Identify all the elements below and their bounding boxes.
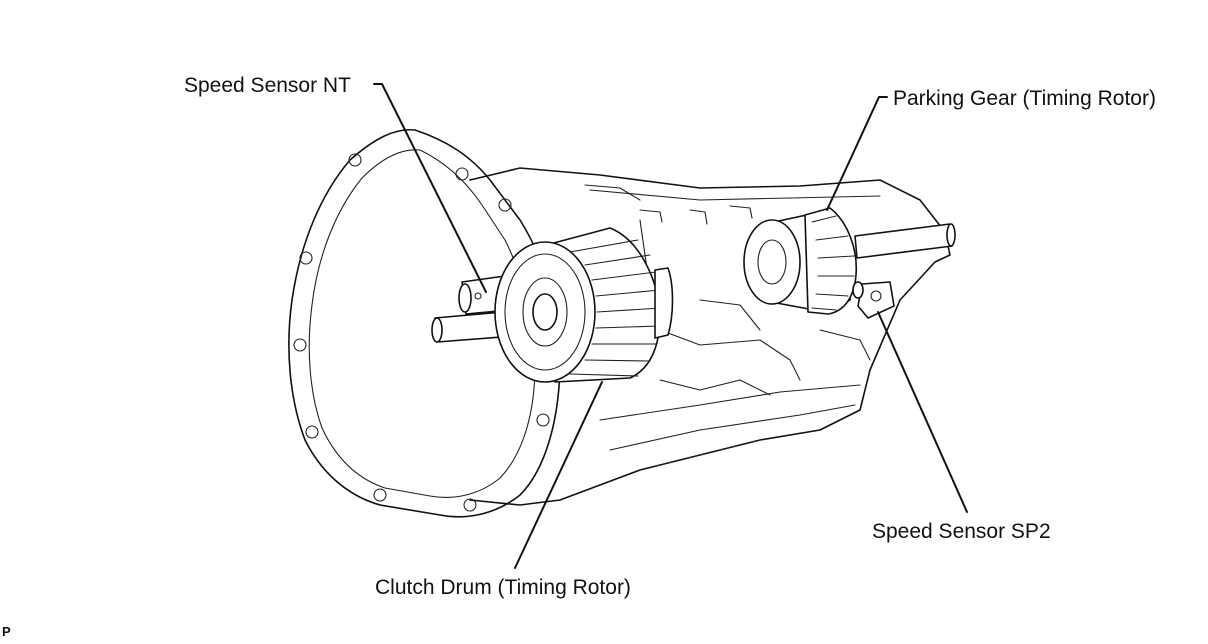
clutch-drum-label: Clutch Drum (Timing Rotor): [375, 576, 631, 599]
leader-parking-gear: [826, 96, 888, 211]
leader-speed-sensor-nt: [373, 83, 487, 293]
parking-gear-label: Parking Gear (Timing Rotor): [893, 87, 1156, 110]
leader-lines: [373, 83, 968, 569]
speed-sensor-sp2-part: [852, 281, 895, 319]
parking-gear-part: [743, 207, 956, 315]
leader-clutch-drum: [514, 381, 603, 569]
speed-sensor-nt-label: Speed Sensor NT: [184, 74, 351, 97]
speed-sensor-sp2-label: Speed Sensor SP2: [872, 520, 1051, 543]
clutch-drum-part: [494, 227, 674, 383]
corner-code: P: [2, 624, 11, 639]
leader-speed-sensor-sp2: [877, 311, 968, 513]
